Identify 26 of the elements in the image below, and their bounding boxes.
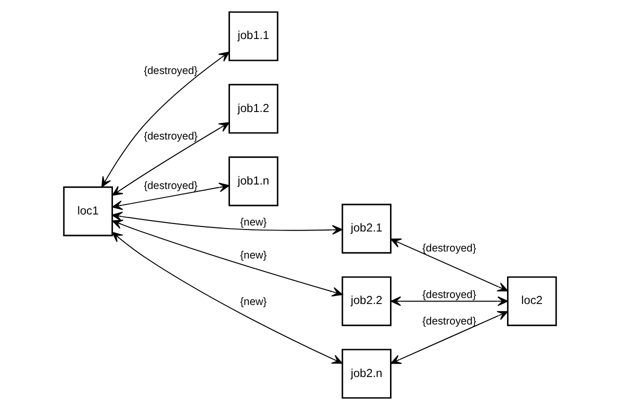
arrow	[112, 212, 343, 235]
node-box: job1.1	[228, 11, 278, 62]
edge-label: {destroyed}	[144, 130, 198, 143]
arrow	[112, 182, 230, 210]
edge-label: {new}	[240, 296, 267, 308]
node-box: job1.n	[228, 156, 278, 206]
edge-label: {new}	[240, 216, 267, 229]
edge-label: {new}	[240, 249, 267, 262]
node-box: job1.2	[228, 84, 278, 134]
arrow	[112, 122, 230, 196]
edge-label: {destroyed}	[144, 64, 198, 77]
edge-label: {destroyed}	[422, 289, 476, 302]
arrow	[390, 311, 508, 364]
arrow	[101, 52, 230, 188]
edge-label: {destroyed}	[422, 242, 476, 255]
edge-label: {destroyed}	[422, 315, 476, 328]
node-box: job2.n	[342, 348, 392, 399]
arrow	[112, 220, 343, 296]
node-box: loc2	[507, 276, 557, 326]
arrow	[390, 238, 508, 292]
edge-label: {destroyed}	[144, 180, 198, 192]
node-box: job2.2	[342, 276, 392, 326]
node-box: loc1	[63, 186, 113, 236]
node-box: job2.1	[342, 204, 392, 254]
arrow	[390, 296, 508, 306]
arrow	[112, 232, 343, 364]
